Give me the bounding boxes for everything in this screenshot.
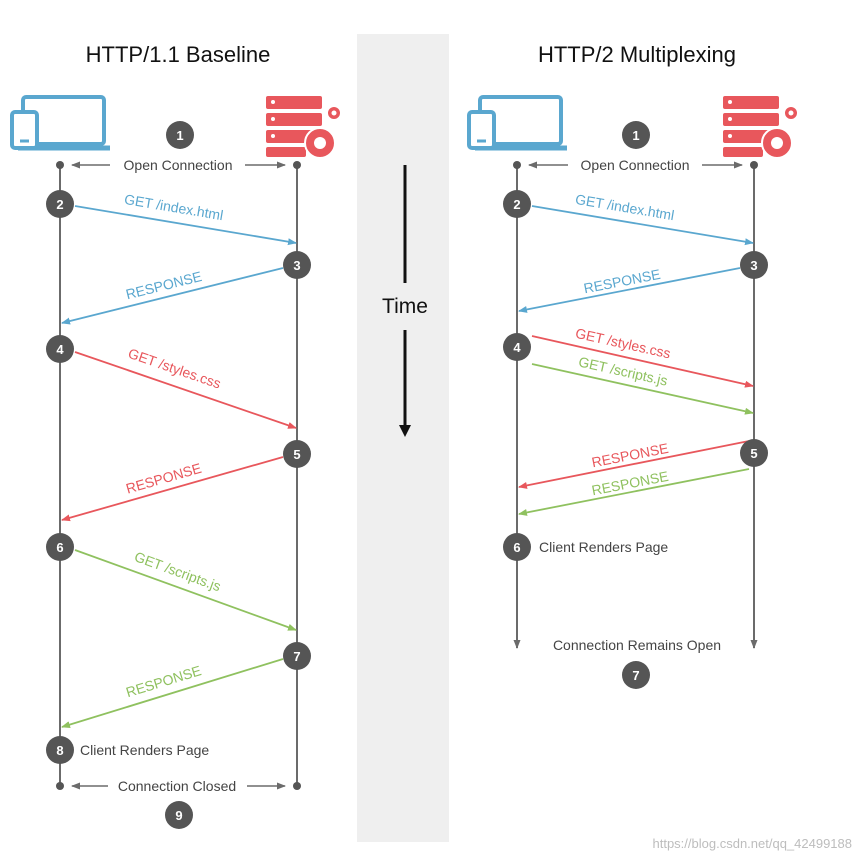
svg-text:2: 2 xyxy=(513,197,520,212)
watermark-text: https://blog.csdn.net/qq_42499188 xyxy=(653,836,853,851)
message-get-scripts: GET /scripts.js 6 xyxy=(46,533,297,631)
svg-text:6: 6 xyxy=(56,540,63,555)
step-render: 6 Client Renders Page xyxy=(503,533,668,561)
svg-text:GET /styles.css: GET /styles.css xyxy=(126,345,223,392)
http2-panel: HTTP/2 Multiplexing xyxy=(467,42,799,689)
svg-text:7: 7 xyxy=(293,649,300,664)
open-connection-label: Open Connection xyxy=(124,157,233,173)
svg-text:2: 2 xyxy=(56,197,63,212)
message-get-index: GET /index.html 2 xyxy=(46,190,297,246)
open-connection-label: Open Connection xyxy=(581,157,690,173)
svg-text:5: 5 xyxy=(293,447,300,462)
message-response-styles: RESPONSE 5 xyxy=(61,440,311,522)
svg-text:9: 9 xyxy=(175,808,182,823)
svg-text:5: 5 xyxy=(750,446,757,461)
svg-text:RESPONSE: RESPONSE xyxy=(590,440,669,471)
svg-text:4: 4 xyxy=(513,340,521,355)
svg-text:GET /index.html: GET /index.html xyxy=(574,191,675,223)
time-band xyxy=(357,34,449,842)
message-get-styles: GET /styles.css 4 xyxy=(46,335,297,429)
message-response-index: RESPONSE 3 xyxy=(518,251,768,313)
step-badge: 1 xyxy=(166,121,194,149)
server-gear-icon xyxy=(266,96,342,159)
message-response-scripts: RESPONSE 7 xyxy=(61,642,311,728)
step-render: 8 Client Renders Page xyxy=(46,736,209,764)
http1-panel: HTTP/1.1 Baseline xyxy=(10,42,342,829)
http2-title: HTTP/2 Multiplexing xyxy=(538,42,736,67)
http1-title: HTTP/1.1 Baseline xyxy=(86,42,271,67)
server-gear-icon xyxy=(723,96,799,159)
svg-text:6: 6 xyxy=(513,540,520,555)
svg-text:3: 3 xyxy=(293,258,300,273)
step-badge-7: 7 xyxy=(622,661,650,689)
connection-closed-label: Connection Closed xyxy=(118,778,236,794)
connection-open-label: Connection Remains Open xyxy=(553,637,721,653)
svg-text:Client Renders Page: Client Renders Page xyxy=(539,539,668,555)
svg-text:8: 8 xyxy=(56,743,63,758)
svg-text:RESPONSE: RESPONSE xyxy=(590,468,669,499)
svg-text:GET /index.html: GET /index.html xyxy=(123,191,224,223)
svg-text:4: 4 xyxy=(56,342,64,357)
svg-text:1: 1 xyxy=(176,128,183,143)
svg-text:7: 7 xyxy=(632,668,639,683)
step-badge: 1 xyxy=(622,121,650,149)
laptop-phone-icon xyxy=(467,95,567,151)
svg-text:RESPONSE: RESPONSE xyxy=(124,662,203,700)
step-badge-9: 9 xyxy=(165,801,193,829)
time-label: Time xyxy=(382,295,428,318)
laptop-phone-icon xyxy=(10,95,110,151)
svg-text:Client Renders Page: Client Renders Page xyxy=(80,742,209,758)
svg-text:3: 3 xyxy=(750,258,757,273)
svg-text:1: 1 xyxy=(632,128,639,143)
message-response-index: RESPONSE 3 xyxy=(61,251,311,325)
message-get-index: GET /index.html 2 xyxy=(503,190,754,246)
